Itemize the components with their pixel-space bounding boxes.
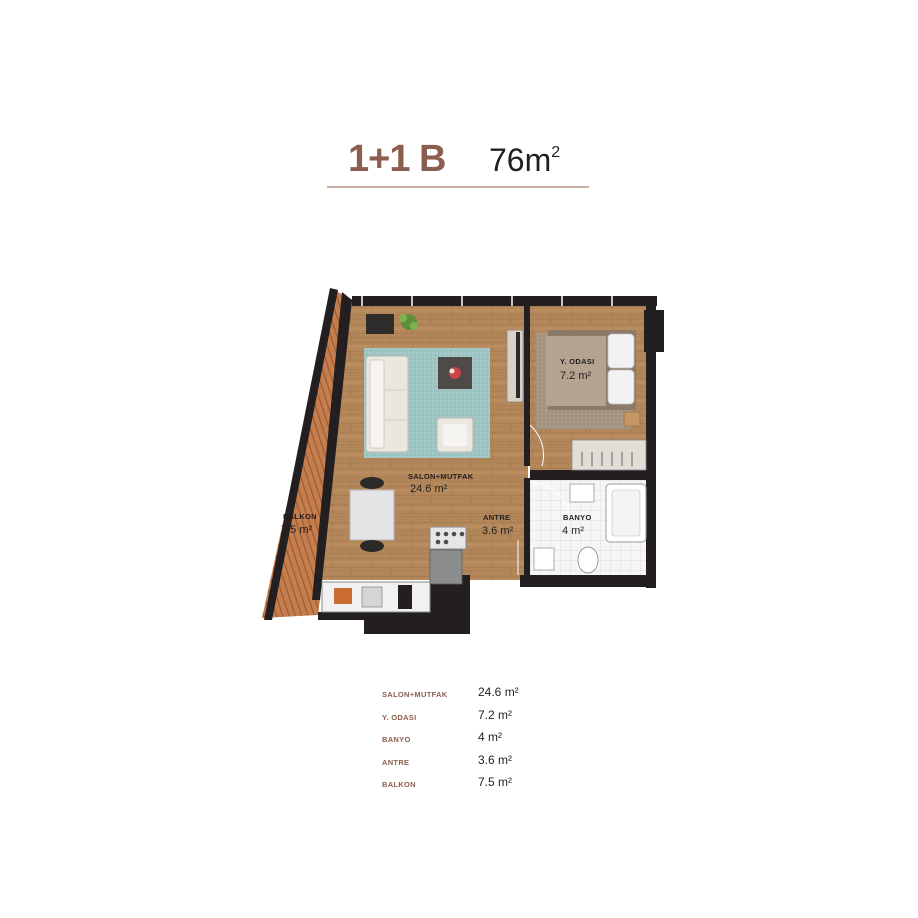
legend-row: ANTRE 3.6 m² <box>382 752 582 775</box>
legend-value: 4 m² <box>478 730 502 744</box>
unit-type-title: 1+1 B <box>348 138 446 180</box>
sofa <box>365 355 409 453</box>
legend-row: SALON+MUTFAK 24.6 m² <box>382 684 582 707</box>
entry-floor <box>470 470 526 575</box>
room-area-balkon: 7.5 m² <box>281 524 313 536</box>
legend-value: 3.6 m² <box>478 752 513 767</box>
legend-value: 7.2 m² <box>478 707 513 722</box>
fridge <box>398 585 412 609</box>
bed <box>546 330 636 410</box>
bedroom-door-swing <box>529 424 545 467</box>
walls <box>264 288 664 634</box>
legend-name: SALON+MUTFAK <box>382 690 448 699</box>
title-underline <box>327 186 589 188</box>
dining-table <box>349 489 395 541</box>
bathroom-sink <box>569 483 595 503</box>
room-area-banyo: 4 m² <box>562 525 584 537</box>
side-cabinet <box>366 314 394 334</box>
legend-row: Y. ODASI 7.2 m² <box>382 707 582 730</box>
room-label-banyo: BANYO <box>563 513 592 522</box>
kitchen-sink <box>361 586 383 608</box>
title-block: 1+1 B 76m2 <box>0 130 918 190</box>
area-value: 76m <box>489 142 552 178</box>
nightstand <box>623 411 641 427</box>
room-area-antre: 3.6 m² <box>482 525 514 537</box>
area-unit-superscript: 2 <box>551 144 561 161</box>
dining-chair <box>360 477 384 489</box>
room-area-yatak: 7.2 m² <box>560 370 592 382</box>
legend-row: BANYO 4 m² <box>382 729 582 752</box>
room-area-salon: 24.6 m² <box>410 483 448 495</box>
plant-icon <box>399 314 418 330</box>
unit-total-area: 76m2 <box>489 142 560 179</box>
legend-name: BALKON <box>382 780 416 789</box>
dining-chair <box>360 540 384 552</box>
legend-row: BALKON 7.5 m² <box>382 774 582 797</box>
cooktop <box>429 526 467 550</box>
room-label-yatak: Y. ODASI <box>560 357 595 366</box>
area-legend: SALON+MUTFAK 24.6 m² Y. ODASI 7.2 m² BAN… <box>382 684 582 797</box>
oven <box>429 549 463 585</box>
window-mullions <box>361 296 613 306</box>
legend-name: BANYO <box>382 735 411 744</box>
tv-unit <box>506 329 524 403</box>
room-label-balkon: BALKON <box>283 512 317 521</box>
bathroom-door-swing <box>529 481 571 521</box>
legend-value: 7.5 m² <box>478 775 513 789</box>
room-label-salon: SALON+MUTFAK <box>408 472 474 481</box>
wardrobe-hangers <box>581 452 633 466</box>
room-label-antre: ANTRE <box>483 513 511 522</box>
legend-name: Y. ODASI <box>382 712 417 722</box>
legend-name: ANTRE <box>382 757 410 767</box>
toilet <box>577 546 599 574</box>
legend-value: 24.6 m² <box>478 685 519 699</box>
armchair <box>436 417 474 453</box>
wardrobe <box>571 439 647 471</box>
